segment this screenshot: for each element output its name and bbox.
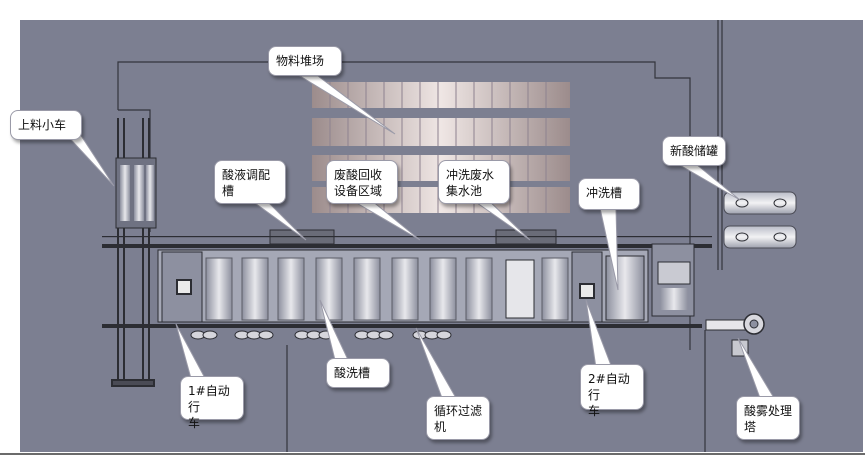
label-acid-mixing-tank: 酸液调配 槽 [222,168,271,198]
crane-2 [571,251,603,323]
callout-rinse-wastewater-pool: 冲洗废水 集水池 [438,160,510,204]
new-acid-tanks [723,191,797,249]
callout-filter: 循环过滤 机 [426,396,490,440]
label-material-yard: 物料堆场 [276,54,325,68]
label-feed-cart: 上料小车 [18,118,67,132]
label-pickling-tank: 酸洗槽 [334,366,371,380]
transfer-equipment [651,243,695,317]
rinse-tank-body [605,255,645,321]
crane-1 [161,251,203,323]
callout-crane-1: 1#自动行 车 [180,376,244,430]
label-crane-1: 1#自动行 车 [188,384,230,430]
label-rinse-tank: 冲洗槽 [586,186,623,200]
callout-pointers [60,75,775,399]
label-new-acid-storage: 新酸储罐 [670,144,719,158]
rollers [190,330,452,340]
material-pile-row-2 [312,118,570,146]
callout-crane-2: 2#自动行 车 [580,364,644,418]
callout-material-yard: 物料堆场 [268,46,342,76]
label-rinse-wastewater-pool: 冲洗废水 集水池 [446,168,495,198]
main-line-rails [102,236,712,328]
callout-new-acid-storage: 新酸储罐 [662,136,726,166]
pickling-tanks [205,257,569,321]
callout-acid-mist-tower: 酸雾处理 塔 [736,396,800,440]
callout-acid-mixing-tank: 酸液调配 槽 [214,160,286,204]
label-filter: 循环过滤 机 [434,404,483,434]
callout-waste-acid-recovery: 废酸回收 设备区域 [326,160,398,204]
callout-pickling-tank: 酸洗槽 [326,358,390,388]
label-acid-mist-tower: 酸雾处理 塔 [744,404,793,434]
callout-feed-cart: 上料小车 [10,110,82,140]
label-waste-acid-recovery: 废酸回收 设备区域 [334,168,383,198]
callout-rinse-tank: 冲洗槽 [578,178,640,210]
feed-cart [115,157,157,229]
label-crane-2: 2#自动行 车 [588,372,630,418]
